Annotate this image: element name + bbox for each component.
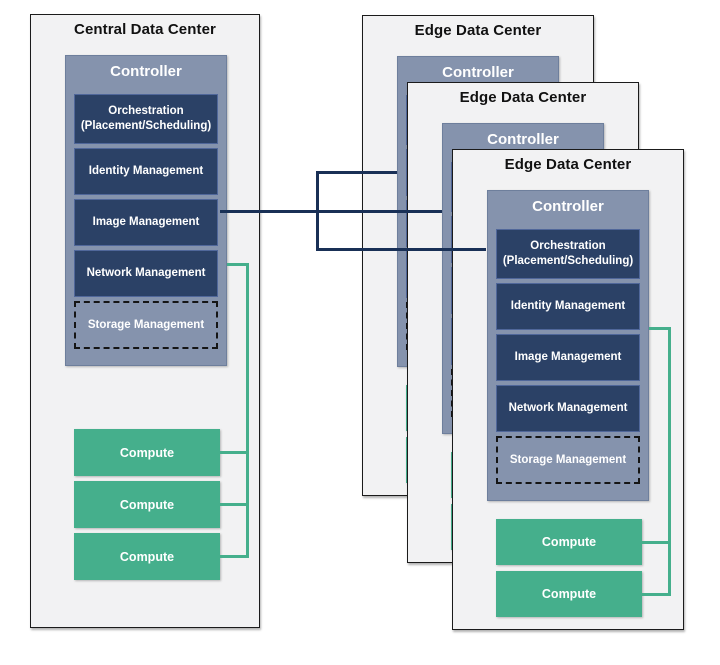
compute-link-segment — [220, 555, 246, 558]
module-identity-management: Identity Management — [496, 283, 640, 330]
management-link-segment — [220, 210, 442, 213]
edge-data-center-3: Edge Data Center Controller Orchestratio… — [452, 149, 684, 630]
compute-link-segment — [649, 327, 671, 330]
management-link-segment — [316, 171, 319, 251]
compute-link-segment — [220, 503, 246, 506]
module-storage-management: Storage Management — [74, 301, 218, 349]
module-network-management: Network Management — [74, 250, 218, 297]
controller-label: Controller — [110, 63, 182, 80]
edge-data-center-title: Edge Data Center — [504, 156, 632, 173]
module-image-management: Image Management — [496, 334, 640, 381]
edge-data-center-title: Edge Data Center — [414, 22, 542, 39]
central-data-center: Central Data Center Controller Orchestra… — [30, 14, 260, 628]
module-image-management: Image Management — [74, 199, 218, 246]
compute-link-segment — [642, 593, 668, 596]
compute-link-segment — [246, 263, 249, 558]
central-controller-box: Controller Orchestration (Placement/Sche… — [65, 55, 227, 366]
module-network-management: Network Management — [496, 385, 640, 432]
controller-label: Controller — [442, 64, 514, 81]
compute-node: Compute — [74, 533, 220, 580]
central-data-center-title: Central Data Center — [74, 21, 216, 38]
compute-link-segment — [668, 327, 671, 596]
controller-label: Controller — [487, 131, 559, 148]
compute-node: Compute — [74, 429, 220, 476]
controller-label: Controller — [532, 198, 604, 215]
management-link-segment — [316, 248, 486, 251]
module-identity-management: Identity Management — [74, 148, 218, 195]
compute-node: Compute — [496, 571, 642, 617]
management-link-segment — [316, 171, 397, 174]
module-orchestration: Orchestration (Placement/Scheduling) — [74, 94, 218, 144]
compute-link-segment — [220, 451, 246, 454]
module-storage-management: Storage Management — [496, 436, 640, 484]
compute-node: Compute — [496, 519, 642, 565]
compute-node: Compute — [74, 481, 220, 528]
edge-data-center-title: Edge Data Center — [459, 89, 587, 106]
compute-link-segment — [642, 541, 668, 544]
compute-link-segment — [227, 263, 249, 266]
module-orchestration: Orchestration (Placement/Scheduling) — [496, 229, 640, 279]
edge-controller-box: Controller Orchestration (Placement/Sche… — [487, 190, 649, 501]
